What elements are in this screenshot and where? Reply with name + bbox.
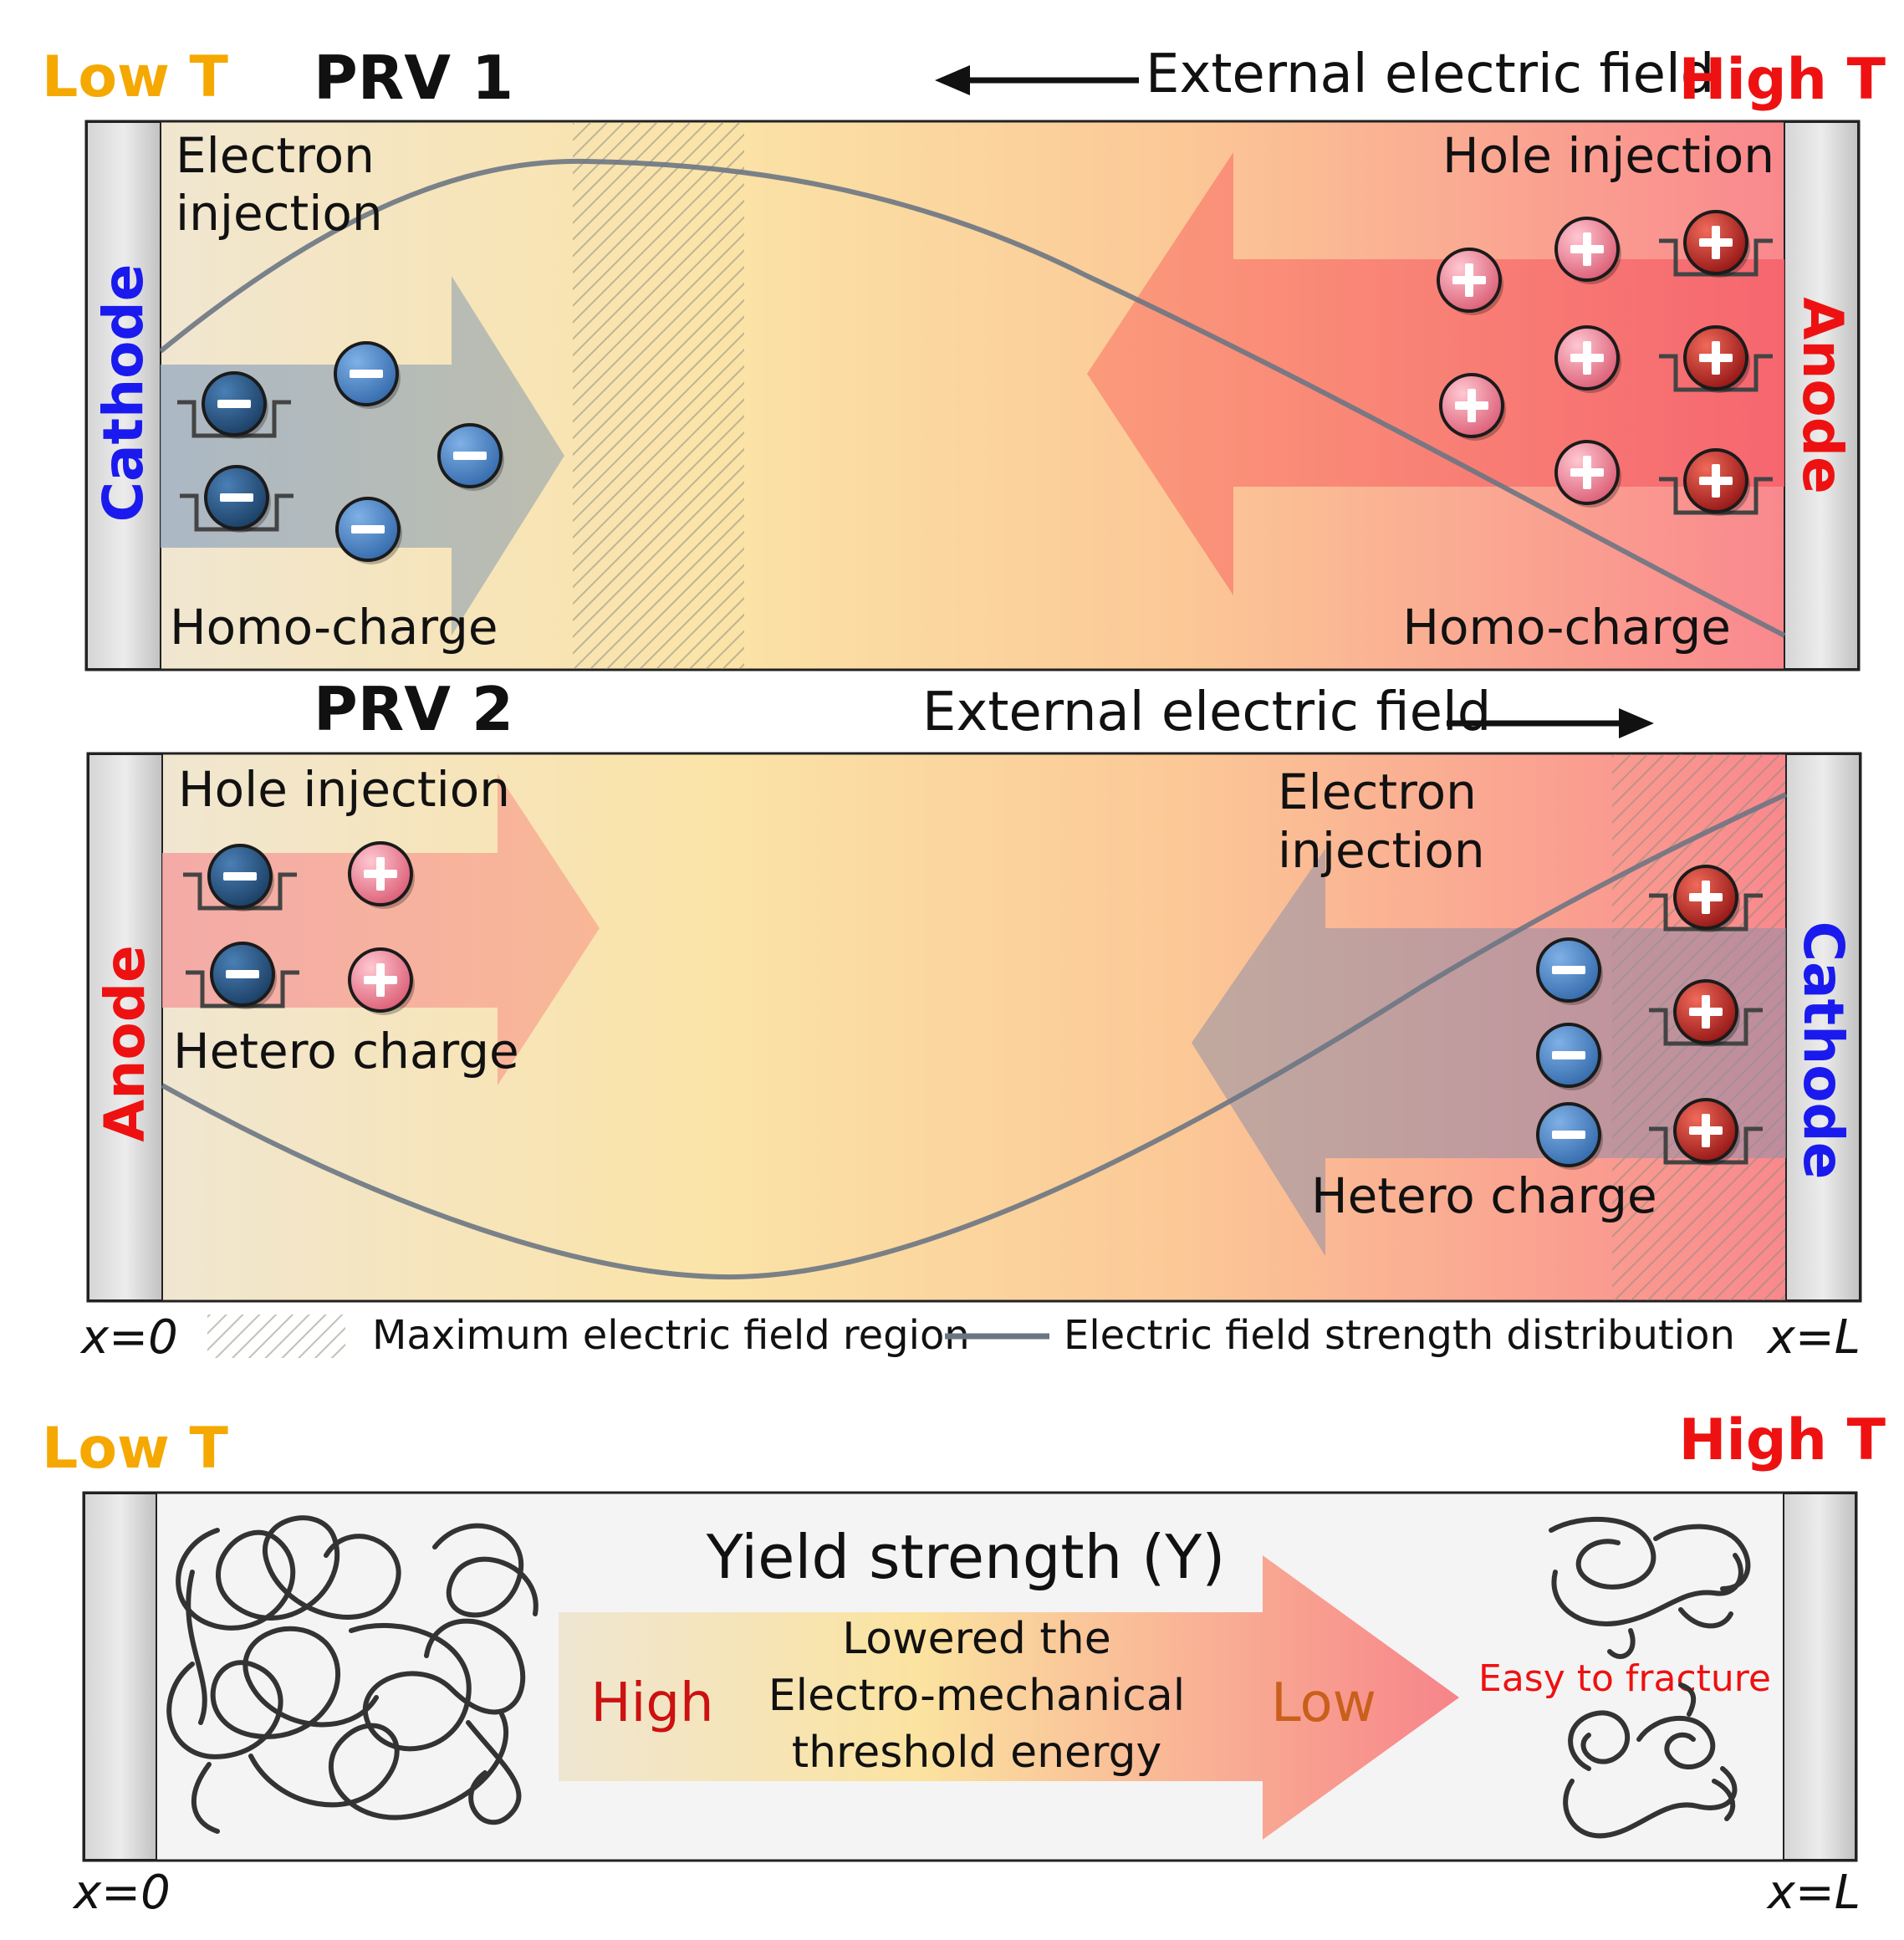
field-curve-2 bbox=[161, 792, 1788, 1280]
right-electrode-3 bbox=[1783, 1493, 1856, 1861]
hole-icon bbox=[1439, 373, 1506, 441]
x-start-label-2: x=0 bbox=[72, 1866, 171, 1920]
electron-icon bbox=[437, 423, 504, 491]
electron-icon bbox=[334, 341, 401, 409]
electron-flow-arrow-2 bbox=[1192, 849, 1786, 1256]
anode-electrode-1 bbox=[1784, 121, 1859, 670]
anode-electrode-2 bbox=[88, 753, 163, 1301]
field-arrow-right bbox=[1447, 708, 1654, 738]
electron-flow-arrow-1 bbox=[161, 276, 564, 636]
legend-line-label: Electric field strength distribution bbox=[1064, 1312, 1735, 1359]
high-t-label-2: High T bbox=[1679, 1407, 1886, 1473]
cathode-electrode-2 bbox=[1785, 753, 1861, 1301]
hole-icon bbox=[1554, 440, 1621, 508]
trapped-electron-icon bbox=[186, 942, 299, 1009]
cathode-label-1: Cathode bbox=[91, 264, 156, 523]
trapped-hole-icon bbox=[1659, 210, 1773, 278]
hole-icon bbox=[1554, 325, 1621, 393]
electron-injection-label-2a: Electron bbox=[1278, 763, 1477, 820]
arrow-text-line1: Lowered the bbox=[842, 1614, 1111, 1664]
easy-to-fracture-label: Easy to fracture bbox=[1478, 1657, 1771, 1700]
field-label-2: External electric field bbox=[922, 682, 1491, 743]
low-t-label-2: Low T bbox=[42, 1416, 229, 1482]
hatch-region-1 bbox=[573, 122, 744, 669]
electron-icon bbox=[1536, 1023, 1603, 1090]
legend-hatch-label: Maximum electric field region bbox=[372, 1312, 970, 1359]
homo-charge-label-1-left: Homo-charge bbox=[170, 599, 498, 656]
electron-injection-label-1a: Electron bbox=[176, 127, 375, 184]
tangled-polymer-icon bbox=[166, 1515, 539, 1834]
trapped-electron-icon bbox=[183, 844, 297, 911]
hetero-charge-label-2-left: Hetero charge bbox=[173, 1023, 519, 1080]
arrow-text-line3: threshold energy bbox=[792, 1728, 1162, 1778]
hole-injection-label-1: Hole injection bbox=[1442, 127, 1774, 184]
prv1-title: PRV 1 bbox=[314, 43, 513, 113]
hole-icon bbox=[1554, 217, 1621, 284]
arrow-text-line2: Electro-mechanical bbox=[768, 1671, 1185, 1721]
hole-icon bbox=[348, 841, 415, 909]
trapped-hole-icon bbox=[1649, 1098, 1763, 1166]
field-curve-1 bbox=[159, 158, 1786, 638]
fractured-polymer-icon bbox=[1549, 1516, 1751, 1839]
electron-injection-label-1b: injection bbox=[176, 185, 383, 242]
anode-label-1: Anode bbox=[1790, 297, 1855, 493]
homo-charge-label-1-right: Homo-charge bbox=[1402, 599, 1731, 656]
low-t-label-1: Low T bbox=[42, 44, 229, 110]
trapped-hole-icon bbox=[1649, 865, 1763, 932]
electron-icon bbox=[1536, 937, 1603, 1005]
left-electrode-3 bbox=[84, 1493, 157, 1861]
cathode-label-2: Cathode bbox=[1791, 922, 1856, 1180]
trapped-electron-icon bbox=[177, 371, 291, 439]
prv2-title: PRV 2 bbox=[314, 674, 513, 744]
yield-strength-title: Yield strength (Y) bbox=[706, 1522, 1226, 1592]
field-label-1: External electric field bbox=[1146, 43, 1714, 105]
x-end-label-1: x=L bbox=[1766, 1310, 1861, 1365]
trapped-hole-icon bbox=[1659, 448, 1773, 516]
legend: x=0 Maximum electric field region Electr… bbox=[79, 1310, 1861, 1365]
electron-icon bbox=[1536, 1102, 1603, 1170]
hole-injection-label-2: Hole injection bbox=[178, 761, 510, 818]
trapped-hole-icon bbox=[1649, 979, 1763, 1047]
x-end-label-2: x=L bbox=[1766, 1866, 1861, 1920]
panel-3: Yield strength (Y) Lowered the Electro-m… bbox=[72, 1491, 1861, 1920]
panel-1: Cathode Anode Electron injection Hole in… bbox=[84, 120, 1861, 671]
trapped-hole-icon bbox=[1659, 325, 1773, 393]
field-arrow-left bbox=[935, 65, 1139, 95]
high-t-label-1: High T bbox=[1679, 47, 1886, 113]
hole-icon bbox=[348, 947, 415, 1015]
x-start-label-1: x=0 bbox=[79, 1310, 178, 1365]
panel-2: Anode Cathode Hole injection Electron in… bbox=[86, 752, 1862, 1303]
high-label: High bbox=[590, 1672, 713, 1734]
hole-icon bbox=[1437, 248, 1503, 315]
legend-hatch-swatch bbox=[207, 1315, 345, 1358]
low-label: Low bbox=[1271, 1672, 1376, 1734]
electron-icon bbox=[335, 497, 402, 564]
cathode-electrode-1 bbox=[86, 121, 161, 670]
hetero-charge-label-2-right: Hetero charge bbox=[1311, 1167, 1657, 1224]
trapped-electron-icon bbox=[180, 465, 294, 533]
yield-arrow bbox=[559, 1555, 1459, 1840]
anode-label-2: Anode bbox=[93, 945, 157, 1141]
electron-injection-label-2b: injection bbox=[1278, 822, 1485, 879]
